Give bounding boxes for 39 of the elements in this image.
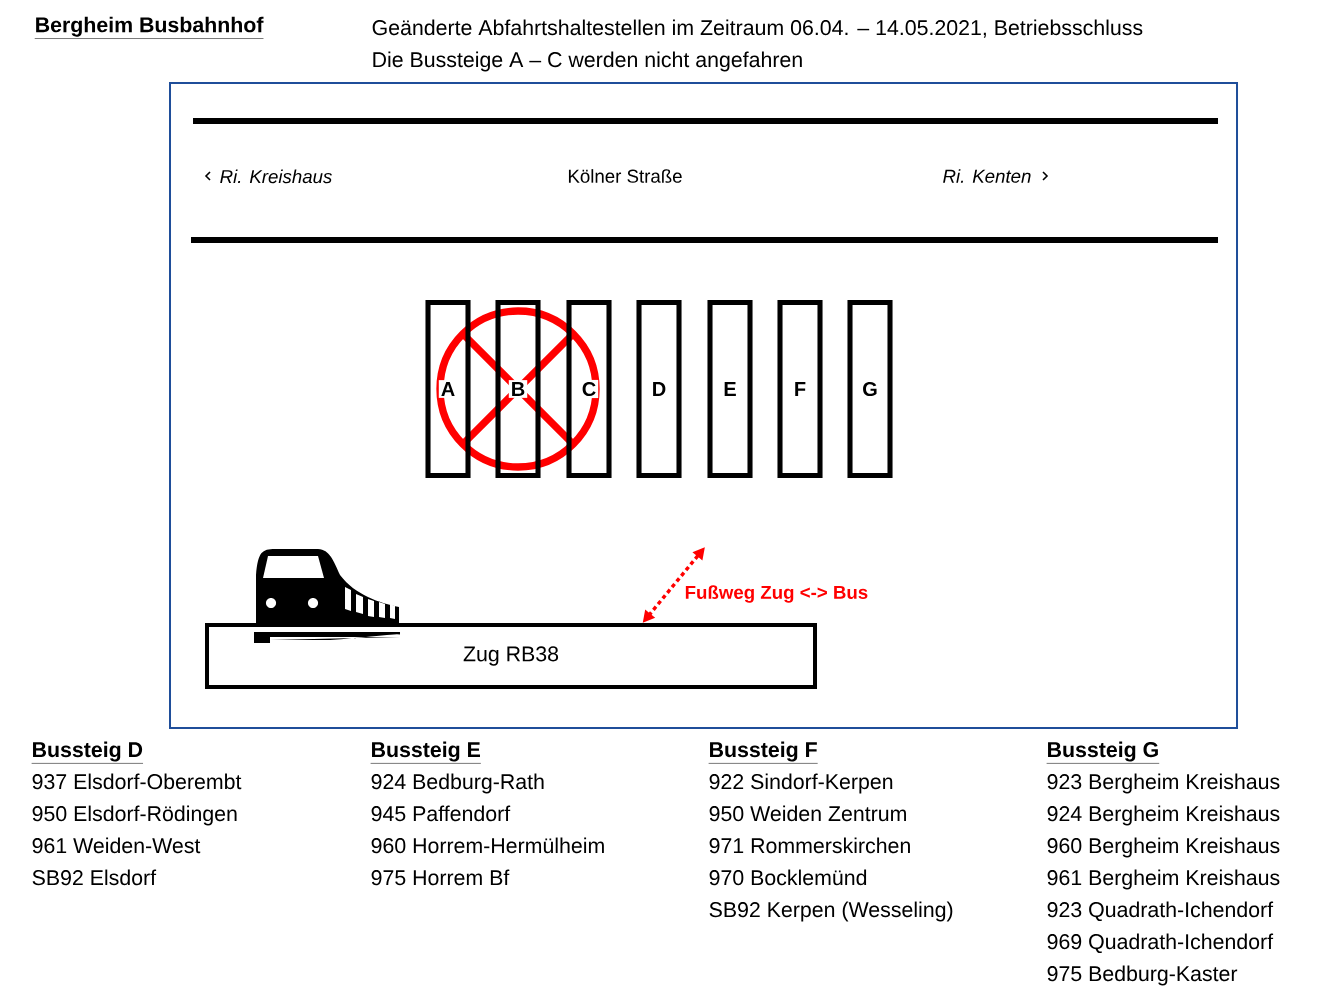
route-entry: 924 Bergheim Kreishaus xyxy=(1047,805,1280,826)
route-entry: 969 Quadrath-Ichendorf xyxy=(1047,933,1274,954)
route-entry: 937 Elsdorf-Oberembt xyxy=(32,773,242,790)
stop-heading: Bussteig E xyxy=(370,741,482,764)
route-entry: 950 Elsdorf-Rödingen xyxy=(32,805,237,826)
stop-heading: Bussteig G xyxy=(1046,741,1160,764)
bus-stop-box: C xyxy=(566,299,612,479)
route-entry: SB92 Elsdorf xyxy=(32,869,157,886)
bus-stop-box: F xyxy=(777,299,823,479)
stop-heading: Bussteig D xyxy=(31,741,144,764)
route-entry: 950 Weiden Zentrum xyxy=(709,805,906,822)
route-entry: 970 Bocklemünd xyxy=(709,869,867,886)
route-entry: 960 Horrem-Hermülheim xyxy=(371,837,604,854)
route-entry: 945 Paffendorf xyxy=(371,805,511,822)
stop-heading: Bussteig F xyxy=(708,741,818,764)
notice-text: Geänderte Abfahrtshaltestellen im Zeitraum 06.04. – 14.05.2021, Betriebsschluss xyxy=(372,19,1143,38)
route-entry: 923 Quadrath-Ichendorf xyxy=(1047,901,1274,922)
street-name: Kölner Straße xyxy=(568,169,682,183)
route-entry: 971 Rommerskirchen xyxy=(709,837,910,854)
direction-label: Ri. Kenten xyxy=(943,169,1031,183)
route-entry: SB92 Kerpen (Wesseling) xyxy=(709,901,953,922)
bus-stop-box: E xyxy=(707,299,753,479)
bus-stop-box: B xyxy=(495,299,541,479)
bus-stop-box: D xyxy=(636,299,682,479)
bus-stop-box: A xyxy=(425,299,471,479)
route-entry: 923 Bergheim Kreishaus xyxy=(1047,773,1280,794)
direction-label: Ri. Kreishaus xyxy=(220,169,332,184)
route-entry: 975 Bedburg-Kaster xyxy=(1047,965,1238,986)
edge-label: Fußweg Zug <-> Bus xyxy=(683,583,870,605)
route-entry: 961 Bergheim Kreishaus xyxy=(1047,869,1280,890)
notice-text: Die Bussteige A – C werden nicht angefahren xyxy=(373,51,802,72)
route-entry: 961 Weiden-West xyxy=(32,837,201,854)
train-platform-box: Zug RB38 xyxy=(205,623,817,689)
bus-stop-box: G xyxy=(847,299,893,479)
route-entry: 975 Horrem Bf xyxy=(371,869,510,886)
route-entry: 960 Bergheim Kreishaus xyxy=(1047,837,1280,858)
route-entry: 924 Bedburg-Rath xyxy=(371,773,544,794)
title: Bergheim Busbahnhof xyxy=(34,16,264,39)
route-entry: 922 Sindorf-Kerpen xyxy=(709,773,893,794)
